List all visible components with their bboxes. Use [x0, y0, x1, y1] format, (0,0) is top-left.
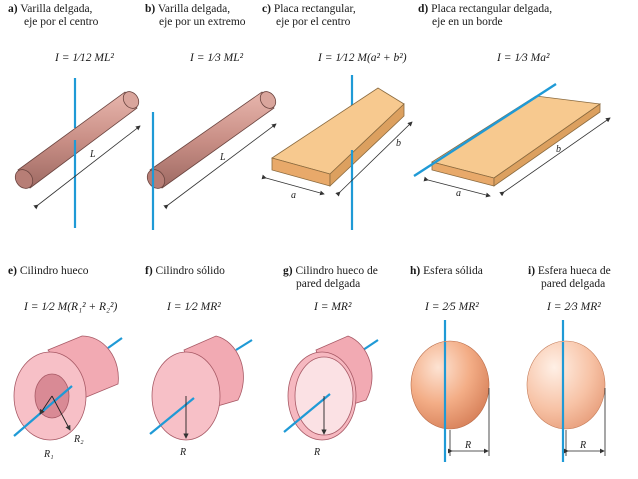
letter-b: b)	[145, 3, 156, 15]
panel-d-plate: a b	[413, 82, 611, 199]
subtitle-c: eje por el centro	[276, 16, 351, 28]
sphere-i	[526, 340, 606, 430]
caption-h: h) Esfera sólida	[410, 265, 483, 278]
formula-b: I = 1⁄3 ML²	[190, 52, 244, 64]
label-g-r: R	[313, 447, 320, 458]
formula-h: I = 2⁄5 MR²	[425, 301, 479, 313]
letter-e: e)	[8, 265, 17, 277]
label-f-r: R	[179, 447, 186, 458]
label-a-L: L	[89, 149, 96, 160]
label-c-b: b	[396, 138, 401, 149]
subtitle-d: eje en un borde	[432, 16, 503, 28]
formula-i: I = 2⁄3 MR²	[547, 301, 601, 313]
rod-a-end	[14, 169, 34, 189]
axis-g	[283, 393, 331, 433]
panel-c-plate: a b	[261, 75, 413, 230]
caption-c: c) Placa rectangular, eje por el centro	[262, 3, 356, 29]
axis-d	[413, 82, 557, 178]
rod-b-body	[149, 91, 275, 189]
formula-g: I = MR²	[314, 301, 352, 313]
radius-e-2	[51, 395, 71, 431]
letter-d: d)	[418, 3, 429, 15]
rod-a-body	[17, 91, 138, 189]
label-i-r: R	[579, 440, 586, 451]
subtitle-a: eje por el centro	[24, 16, 99, 28]
panel-a-rod: L	[14, 78, 141, 228]
label-c-a: a	[291, 190, 296, 201]
dim-c-b	[335, 121, 413, 197]
letter-f: f)	[145, 265, 153, 277]
formula-d: I = 1⁄3 Ma²	[497, 52, 550, 64]
label-b-L: L	[219, 152, 226, 163]
title-c: Placa rectangular,	[273, 3, 356, 15]
subtitle-i: pared delgada	[541, 278, 606, 290]
label-d-a: a	[456, 188, 461, 199]
panel-b-rod: L	[146, 91, 277, 230]
sphere-h	[410, 340, 490, 430]
subtitle-b: eje por un extremo	[159, 16, 246, 28]
title-d: Placa rectangular delgada,	[431, 3, 553, 15]
formula-e: I = 1⁄2 M(R₁² + R₂²)	[24, 301, 118, 313]
cyl-e-body	[47, 335, 119, 399]
radius-e-1	[39, 395, 53, 415]
label-d-b: b	[556, 144, 561, 155]
letter-i: i)	[528, 265, 536, 277]
label-e-r1: R₁	[43, 449, 54, 460]
axis-f-back	[235, 339, 253, 351]
letter-a: a)	[8, 3, 18, 15]
dim-b	[163, 123, 277, 210]
dim-d-b	[499, 117, 611, 197]
title-e: Cilindro hueco	[19, 265, 89, 277]
caption-g: g) Cilindro hueco de pared delgada	[283, 265, 378, 291]
panel-i-hollow-sphere: R	[526, 320, 606, 462]
axis-f	[149, 397, 195, 435]
caption-f: f) Cilindro sólido	[145, 265, 225, 278]
letter-c: c)	[262, 3, 271, 15]
dim-a	[33, 125, 141, 210]
letter-h: h)	[410, 265, 421, 277]
title-b: Varilla delgada,	[157, 3, 231, 15]
title-i: Esfera hueca de	[537, 265, 611, 277]
caption-e: e) Cilindro hueco	[8, 265, 88, 278]
panel-g-thin-cylinder: R	[283, 335, 379, 458]
dim-c-a	[261, 174, 325, 196]
label-e-r2: R₂	[73, 434, 84, 445]
rod-b-end	[146, 169, 166, 189]
caption-d: d) Placa rectangular delgada, eje en un …	[418, 3, 552, 29]
formula-a: I = 1⁄12 ML²	[55, 52, 114, 64]
title-g: Cilindro hueco de	[295, 265, 378, 277]
label-h-r: R	[464, 440, 471, 451]
panel-f-solid-cylinder: R	[149, 335, 253, 458]
panel-h-solid-sphere: R	[410, 320, 490, 462]
axis-e-back	[107, 337, 123, 349]
title-a: Varilla delgada,	[20, 3, 93, 15]
panel-e-hollow-cylinder: R₁ R₂	[13, 335, 123, 460]
subtitle-g: pared delgada	[296, 278, 361, 290]
dim-d-a	[423, 176, 491, 198]
letter-g: g)	[283, 265, 293, 277]
title-h: Esfera sólida	[423, 265, 483, 277]
rod-b-far-end	[259, 91, 277, 109]
rod-a-far-end	[122, 91, 140, 109]
caption-b: b) Varilla delgada, eje por un extremo	[145, 3, 246, 29]
caption-a: a) Varilla delgada, eje por el centro	[8, 3, 98, 29]
caption-i: i) Esfera hueca de pared delgada	[528, 265, 611, 291]
formula-c: I = 1⁄12 M(a² + b²)	[318, 52, 407, 64]
title-f: Cilindro sólido	[155, 265, 225, 277]
formula-f: I = 1⁄2 MR²	[167, 301, 221, 313]
